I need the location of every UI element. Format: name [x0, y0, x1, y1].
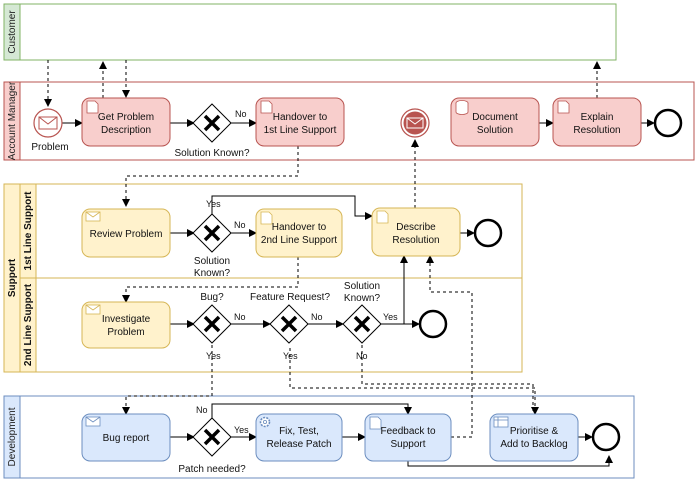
lane-development-label: Development: [7, 407, 18, 466]
task-label-line2: Resolution: [392, 235, 439, 246]
gateway-label-feature-request: Feature Request?: [250, 292, 330, 303]
task-get-problem-description[interactable]: Get Problem Description: [81, 97, 171, 147]
flow-label-yes: Yes: [234, 425, 249, 435]
exclusive-x-icon: [280, 315, 298, 333]
flow-label-no: No: [234, 220, 246, 230]
task-prioritise-backlog[interactable]: Prioritise & Add to Backlog: [489, 413, 579, 462]
lane-2nd-line-label: 2nd Line Support: [23, 283, 34, 366]
lane-1st-line-label: 1st Line Support: [23, 191, 34, 271]
gateway-patch-needed[interactable]: [192, 417, 232, 457]
task-label-line1: Investigate: [102, 314, 151, 325]
gateway-label-2nd-solution-line1: Solution: [344, 281, 380, 292]
task-explain-resolution[interactable]: Explain Resolution: [552, 97, 642, 147]
task-handover-2nd-line[interactable]: Handover to 2nd Line Support: [255, 208, 343, 258]
gateway-am-solution-known[interactable]: [192, 103, 232, 143]
document-icon: [260, 211, 273, 225]
task-label-line2: 2nd Line Support: [261, 235, 337, 246]
gateway-label-am-solution-known: Solution Known?: [174, 148, 249, 159]
flow-label-no: No: [311, 312, 323, 322]
end-event-development[interactable]: [591, 422, 621, 452]
envelope-icon: [85, 304, 101, 315]
end-event-2nd-line[interactable]: [418, 309, 448, 339]
task-fix-test-release[interactable]: Fix, Test, Release Patch: [255, 413, 343, 462]
document-icon: [86, 100, 99, 114]
gateway-label-bug: Bug?: [200, 292, 224, 303]
task-describe-resolution[interactable]: Describe Resolution: [371, 207, 461, 257]
document-icon: [557, 100, 570, 114]
start-event-problem[interactable]: [33, 108, 63, 138]
envelope-icon: [85, 416, 101, 427]
message-flows: [44, 60, 601, 438]
gateway-label-patch-needed: Patch needed?: [178, 464, 246, 475]
task-label-line1: Fix, Test,: [279, 426, 319, 437]
task-label-line1: Document: [472, 112, 518, 123]
task-label: Review Problem: [90, 229, 163, 240]
task-label-line2: Release Patch: [266, 439, 331, 450]
task-label-line1: Get Problem: [98, 112, 154, 123]
task-label-line1: Explain: [581, 112, 614, 123]
task-bug-report[interactable]: Bug report: [81, 413, 171, 462]
gateway-label-1st-solution-line2: Known?: [194, 268, 231, 279]
document-icon: [376, 210, 389, 224]
exclusive-x-icon: [203, 315, 221, 333]
task-label-line2: Description: [101, 125, 151, 136]
lane-customer-label: Customer: [7, 10, 18, 54]
flow-label-yes: Yes: [383, 312, 398, 322]
flow-label-no: No: [235, 109, 247, 119]
document-icon: [369, 416, 382, 430]
task-label-line1: Prioritise &: [510, 426, 559, 437]
event-problem-label: Problem: [31, 142, 68, 153]
gear-icon: [259, 416, 271, 428]
task-label-line1: Feedback to: [380, 426, 435, 437]
task-review-problem[interactable]: Review Problem: [81, 208, 171, 258]
exclusive-x-icon: [203, 224, 221, 242]
task-feedback-to-support[interactable]: Feedback to Support: [364, 413, 452, 462]
task-label-line1: Describe: [396, 222, 436, 233]
gateway-label-1st-solution-line1: Solution: [194, 256, 230, 267]
exclusive-x-icon: [203, 428, 221, 446]
task-document-solution[interactable]: Document Solution: [450, 97, 540, 147]
gateway-bug[interactable]: [192, 304, 232, 344]
exclusive-x-icon: [203, 114, 221, 132]
flow-label-yes: Yes: [206, 351, 221, 361]
document-icon: [260, 100, 273, 114]
task-handover-1st-line[interactable]: Handover to 1st Line Support: [255, 97, 345, 147]
table-icon: [493, 416, 509, 428]
end-event-am[interactable]: [653, 108, 683, 138]
gateway-label-2nd-solution-line2: Known?: [344, 293, 381, 304]
gateway-1st-solution-known[interactable]: [192, 213, 232, 253]
exclusive-x-icon: [353, 315, 371, 333]
flow-label-yes: Yes: [206, 199, 221, 209]
flow-label-no: No: [196, 405, 208, 415]
task-label-line2: Add to Backlog: [500, 439, 567, 450]
end-event-1st-line[interactable]: [473, 218, 503, 248]
task-label-line1: Handover to: [272, 222, 327, 233]
task-label-line2: Solution: [477, 125, 513, 136]
lane-account-manager-label: Account Manager: [7, 81, 18, 160]
gateway-feature-request[interactable]: [269, 304, 309, 344]
task-label-line2: Resolution: [573, 125, 620, 136]
flow-label-yes: Yes: [283, 351, 298, 361]
task-label-line1: Handover to: [273, 112, 328, 123]
lane-support-label: Support: [7, 258, 18, 297]
task-label-line2: 1st Line Support: [264, 125, 337, 136]
flow-label-no: No: [356, 351, 368, 361]
task-label: Bug report: [103, 433, 150, 444]
task-investigate-problem[interactable]: Investigate Problem: [81, 301, 171, 349]
envelope-icon: [85, 211, 101, 222]
lane-customer: Customer: [3, 3, 617, 61]
task-label-line2: Problem: [107, 327, 144, 338]
intermediate-message-event[interactable]: [400, 108, 430, 138]
flow-label-no: No: [234, 312, 246, 322]
task-label-line2: Support: [390, 439, 425, 450]
gateway-2nd-solution-known[interactable]: [342, 304, 382, 344]
database-icon: [455, 100, 469, 115]
